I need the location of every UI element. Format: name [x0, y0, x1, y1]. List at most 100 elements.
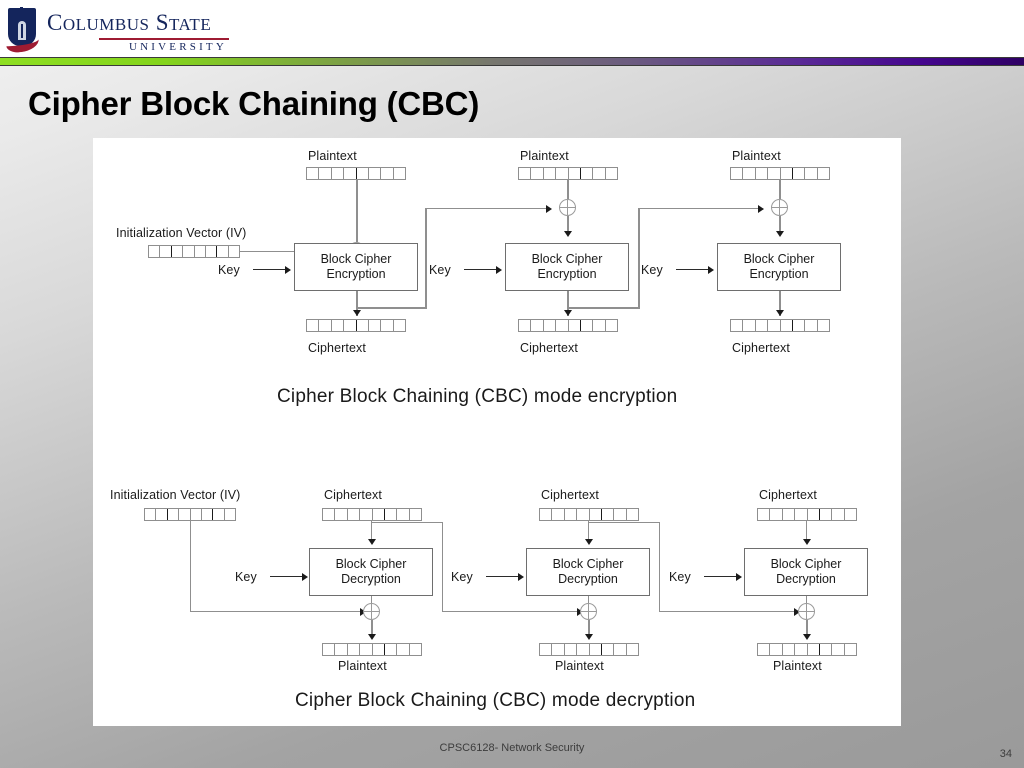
encryption-stage-1-output-label: Ciphertext — [308, 341, 366, 355]
decryption-stage-2-output-bits — [539, 643, 639, 656]
encryption-stage-2-key-label: Key — [429, 263, 451, 277]
decryption-stage-1-input-label: Ciphertext — [324, 488, 382, 502]
university-logo: COLUMBUS STATE UNIVERSITY — [5, 7, 230, 54]
encryption-stage-3-output-label: Ciphertext — [732, 341, 790, 355]
decryption-feedback-1-top — [371, 522, 443, 523]
decryption-iv-v-line — [190, 521, 191, 611]
encryption-iv-to-xor-line — [240, 251, 345, 252]
decryption-stage-3-key-label: Key — [669, 570, 691, 584]
encryption-stage-1-cipher-line-1: Block Cipher — [320, 252, 392, 266]
encryption-stage-3-output-arrow — [776, 310, 784, 316]
decryption-stage-1-input-bits — [322, 508, 422, 521]
encryption-feedback-2-arrow — [758, 205, 764, 213]
decryption-stage-3-output-label: Plaintext — [773, 659, 822, 673]
decryption-stage-1-xor-out-line — [371, 620, 373, 636]
decryption-stage-3-key-line — [704, 576, 738, 577]
encryption-feedback-2-h — [567, 307, 639, 309]
encryption-stage-2-xor-icon — [559, 199, 576, 216]
decryption-feedback-2-top — [588, 522, 660, 523]
decryption-stage-3-input-arrow — [803, 539, 811, 545]
decryption-stage-3-cipher-line-1: Block Cipher — [770, 557, 842, 571]
decryption-stage-1-key-arrow — [302, 573, 308, 581]
encryption-stage-2-output-label: Ciphertext — [520, 341, 578, 355]
encryption-stage-3-input-label: Plaintext — [732, 149, 781, 163]
encryption-stage-2-input-label: Plaintext — [520, 149, 569, 163]
decryption-stage-2-cipher-box: Block Cipher Decryption — [526, 548, 650, 596]
decryption-stage-1-output-bits — [322, 643, 422, 656]
decryption-stage-3-to-xor-line — [806, 596, 807, 603]
decryption-stage-1-to-xor-line — [371, 596, 372, 603]
encryption-stage-1-input-label: Plaintext — [308, 149, 357, 163]
encryption-feedback-1-arrow — [546, 205, 552, 213]
decryption-stage-1-xor-arrow — [368, 634, 376, 640]
decryption-stage-1-input-line — [371, 521, 372, 543]
encryption-stage-2-cipher-line-2: Encryption — [537, 267, 597, 281]
encryption-stage-1-output-line — [356, 291, 358, 316]
encryption-stage-3-output-bits — [730, 319, 830, 332]
decryption-stage-2-key-arrow — [518, 573, 524, 581]
encryption-stage-3-input-line — [779, 180, 781, 199]
decryption-iv-h-line — [190, 611, 362, 612]
encryption-stage-1-output-bits — [306, 319, 406, 332]
decryption-stage-2-input-arrow — [585, 539, 593, 545]
encryption-stage-1-cipher-line-2: Encryption — [326, 267, 386, 281]
decryption-stage-1-input-arrow — [368, 539, 376, 545]
encryption-stage-1-key-label: Key — [218, 263, 240, 277]
page-title: Cipher Block Chaining (CBC) — [28, 85, 480, 122]
encryption-feedback-2-v — [638, 208, 640, 309]
decryption-feedback-1-v — [442, 522, 443, 611]
decryption-stage-1-cipher-box: Block Cipher Decryption — [309, 548, 433, 596]
encryption-stage-3-input-bits — [730, 167, 830, 180]
decryption-stage-2-xor-out-line — [588, 620, 590, 636]
page-number: 34 — [999, 748, 1012, 760]
decryption-stage-3-input-bits — [757, 508, 857, 521]
encryption-stage-3-key-arrow — [708, 266, 714, 274]
encryption-stage-2-output-line — [567, 291, 569, 316]
encryption-stage-1-key-arrow — [285, 266, 291, 274]
encryption-stage-1-cipher-box: Block Cipher Encryption — [294, 243, 418, 291]
slide-footer: CPSC6128- Network Security — [439, 742, 585, 754]
decryption-stage-2-cipher-line-1: Block Cipher — [552, 557, 624, 571]
encryption-stage-3-cipher-line-2: Encryption — [749, 267, 809, 281]
decryption-stage-2-cipher-line-2: Decryption — [558, 572, 618, 586]
encryption-stage-3-cipher-line-1: Block Cipher — [743, 252, 815, 266]
decryption-caption: Cipher Block Chaining (CBC) mode decrypt… — [295, 690, 696, 711]
decryption-stage-3-key-arrow — [736, 573, 742, 581]
header-gradient-bar — [0, 57, 1024, 66]
decryption-stage-2-input-line — [588, 521, 589, 543]
encryption-stage-3-xor-icon — [771, 199, 788, 216]
encryption-stage-2-cipher-box: Block Cipher Encryption — [505, 243, 629, 291]
decryption-stage-3-xor-icon — [798, 603, 815, 620]
encryption-feedback-2-top — [638, 208, 760, 209]
encryption-stage-3-key-label: Key — [641, 263, 663, 277]
decryption-stage-3-output-bits — [757, 643, 857, 656]
encryption-stage-2-cipher-line-1: Block Cipher — [531, 252, 603, 266]
decryption-stage-2-input-bits — [539, 508, 639, 521]
decryption-stage-1-cipher-line-1: Block Cipher — [335, 557, 407, 571]
encryption-stage-3-xor-arrow — [776, 231, 784, 237]
encryption-caption: Cipher Block Chaining (CBC) mode encrypt… — [277, 386, 678, 407]
decryption-stage-3-xor-out-line — [806, 620, 808, 636]
decryption-stage-3-input-line — [806, 521, 807, 543]
decryption-stage-1-xor-icon — [363, 603, 380, 620]
encryption-stage-3-cipher-box: Block Cipher Encryption — [717, 243, 841, 291]
decryption-stage-1-output-label: Plaintext — [338, 659, 387, 673]
wordmark-line-1: COLUMBUS STATE — [47, 10, 212, 35]
decryption-stage-2-key-line — [486, 576, 520, 577]
decryption-stage-2-input-label: Ciphertext — [541, 488, 599, 502]
wordmark-rule — [99, 38, 229, 40]
encryption-stage-2-output-arrow — [564, 310, 572, 316]
decryption-stage-2-to-xor-line — [588, 596, 589, 603]
encryption-stage-3-xor-out-line — [779, 216, 781, 233]
encryption-stage-3-output-line — [779, 291, 781, 316]
encryption-stage-2-xor-out-line — [567, 216, 569, 233]
decryption-stage-2-xor-icon — [580, 603, 597, 620]
encryption-stage-2-input-bits — [518, 167, 618, 180]
encryption-stage-1-output-arrow — [353, 310, 361, 316]
decryption-iv-bits — [144, 508, 236, 521]
decryption-feedback-2-arrow — [794, 608, 800, 616]
decryption-iv-label: Initialization Vector (IV) — [110, 488, 241, 502]
encryption-feedback-1-top — [425, 208, 548, 209]
csu-tower-shield-logo-icon — [5, 7, 40, 54]
encryption-feedback-1-v — [425, 208, 427, 309]
